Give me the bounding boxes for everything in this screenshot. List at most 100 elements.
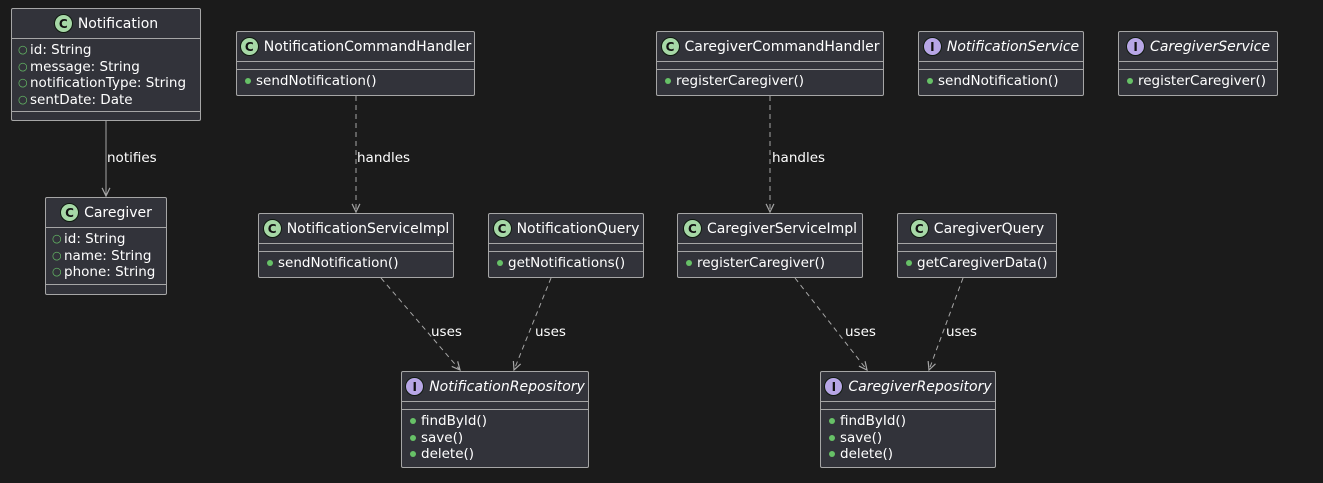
public-method-icon [906,260,912,267]
field-list [237,62,474,70]
method-row: delete() [827,446,989,463]
field-row: ○id: String [52,231,126,247]
field-list [1119,62,1277,70]
class-name: Notification [77,15,159,32]
method-list: findById() save() delete() [402,410,588,466]
interface-badge-icon: I [1126,37,1146,56]
class-badge-icon: C [492,219,512,238]
method-row: registerCaregiver() [684,255,856,272]
class-name: CaregiverQuery [933,220,1045,237]
field-list: ○id: String ○name: String ○phone: String [46,228,166,285]
field-row: ○message: String [18,58,140,75]
class-name: Caregiver [84,204,152,221]
edge-label-uses: uses [946,324,977,340]
method-list: findById() save() delete() [821,410,995,466]
field-row: ○id: String [18,42,92,58]
method-list: sendNotification() [237,70,474,93]
method-row: findById() [827,413,989,430]
public-visibility-icon: ○ [18,59,28,73]
method-list: registerCaregiver() [678,252,862,275]
field-row: ○name: String [52,247,152,264]
interface-name: NotificationRepository [429,378,585,395]
edge-label-uses: uses [845,324,876,340]
arrowhead-icon [512,360,522,372]
field-list [402,402,588,410]
method-row: findById() [408,413,582,430]
class-name: NotificationServiceImpl [286,220,450,237]
method-row: getNotifications() [495,255,637,272]
field-list: ○id: String ○message: String ○notificati… [12,39,200,112]
method-row: getCaregiverData() [904,255,1050,272]
method-list: getCaregiverData() [898,252,1056,275]
field-row: ○phone: String [52,264,156,280]
field-list [678,244,862,252]
interface-badge-icon: I [405,377,425,396]
method-list: registerCaregiver() [657,70,883,93]
public-method-icon [410,434,416,441]
interface-name: CaregiverRepository [848,378,992,395]
public-method-icon [686,260,692,267]
method-row: save() [827,430,989,447]
class-badge-icon: C [239,37,259,56]
field-list [259,244,453,252]
method-list: registerCaregiver() [1119,70,1277,93]
public-method-icon [410,451,416,458]
field-row: ○notificationType: String [18,75,187,91]
public-method-icon [410,418,416,425]
edge-label-uses: uses [431,324,462,340]
class-badge-icon: C [262,219,282,238]
method-row: save() [408,430,582,447]
arrowhead-icon [101,187,111,198]
field-list [657,62,883,70]
method-row: sendNotification() [265,255,447,272]
method-list: sendNotification() [259,252,453,275]
edge-label-uses: uses [535,324,566,340]
interface-name: CaregiverService [1150,38,1270,55]
method-row: registerCaregiver() [1125,73,1271,90]
public-method-icon [829,418,835,425]
public-method-icon [665,78,671,85]
field-list [489,244,643,252]
arrowhead-icon [858,361,868,372]
public-method-icon [497,260,503,267]
public-method-icon [245,78,251,85]
edge-uses-line [794,277,868,371]
interface-name: NotificationService [946,38,1080,55]
public-method-icon [927,78,933,85]
public-method-icon [1127,78,1133,85]
class-badge-icon: C [682,219,702,238]
method-list [46,285,166,293]
class-name: NotificationCommandHandler [263,38,472,55]
class-name: NotificationQuery [516,220,640,237]
method-list: getNotifications() [489,252,643,275]
class-badge-icon: C [53,14,73,33]
field-list [919,62,1083,70]
edge-uses-line [928,277,964,371]
arrowhead-icon [351,203,361,214]
arrowhead-icon [451,361,461,372]
edge-label-notifies: notifies [107,150,157,166]
class-name: CaregiverCommandHandler [684,38,880,55]
public-visibility-icon: ○ [18,43,28,57]
field-list [821,402,995,410]
public-method-icon [829,434,835,441]
method-list [12,112,200,120]
public-visibility-icon: ○ [18,92,28,106]
interface-badge-icon: I [824,377,844,396]
class-badge-icon: C [660,37,680,56]
field-row: ○sentDate: Date [18,91,133,108]
public-visibility-icon: ○ [18,76,28,90]
